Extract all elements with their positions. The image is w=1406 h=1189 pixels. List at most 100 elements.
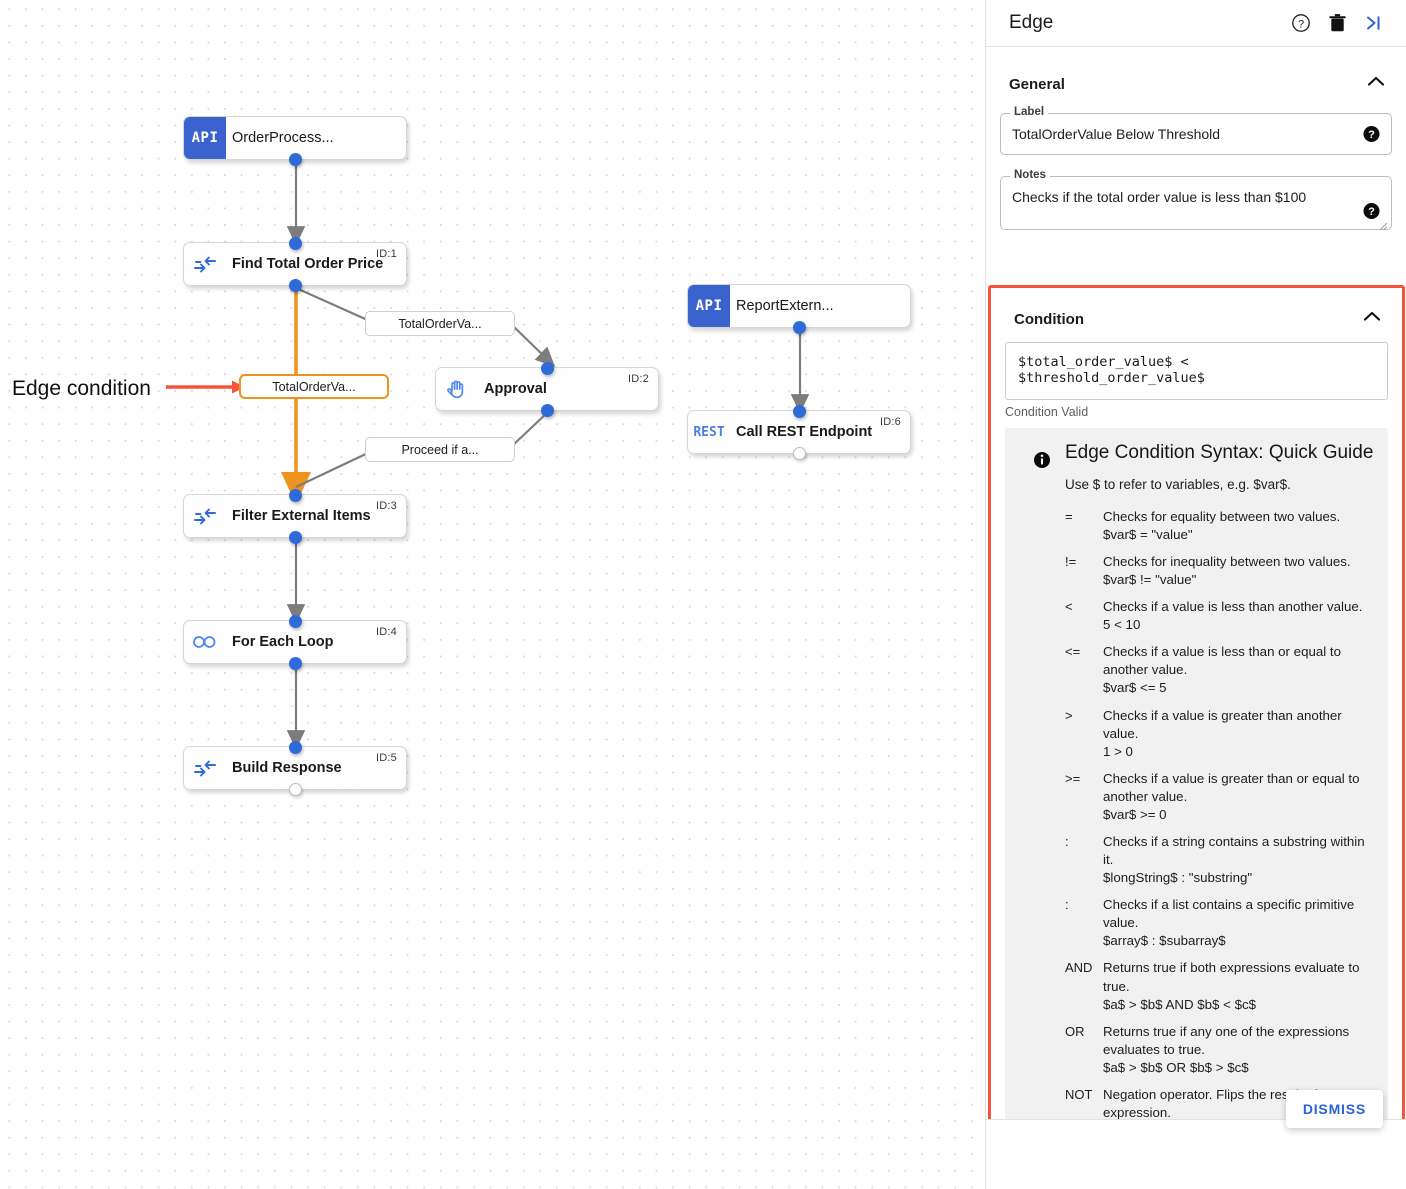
infinity-loop-icon	[184, 621, 226, 663]
general-section-header[interactable]: General	[986, 61, 1406, 107]
edge-properties-panel: Edge ? General Label TotalOrderValue B	[985, 0, 1406, 1189]
section-title-general: General	[1009, 75, 1065, 93]
operator-description: Checks for equality between two values.	[1103, 508, 1341, 524]
help-icon[interactable]: ?	[1286, 8, 1316, 38]
guide-subtitle: Use $ to refer to variables, e.g. $var$.	[1065, 476, 1291, 492]
workflow-canvas[interactable]: Edge condition API OrderProcess... Find …	[0, 0, 985, 1189]
operator-row: !=Checks for inequality between two valu…	[1065, 553, 1374, 589]
svg-text:?: ?	[1368, 206, 1375, 218]
rest-badge-icon: REST	[693, 424, 725, 440]
hand-approval-icon	[436, 368, 478, 410]
edge-label-to-approval[interactable]: TotalOrderVa...	[365, 311, 515, 336]
chevron-up-icon[interactable]	[1366, 75, 1386, 93]
operator-table: = Checks for equality between two values.…	[1065, 508, 1374, 1140]
operator-symbol: NOT	[1065, 1086, 1093, 1102]
node-input-port[interactable]	[288, 236, 302, 250]
operator-description: Returns true if any one of the expressio…	[1103, 1023, 1350, 1057]
operator-symbol: <	[1065, 599, 1073, 615]
node-id-label: ID:1	[376, 248, 397, 260]
node-id-label: ID:5	[376, 752, 397, 764]
operator-row: <=Checks if a value is less than or equa…	[1065, 643, 1374, 697]
node-input-port[interactable]	[540, 361, 554, 375]
condition-section-header[interactable]: Condition	[991, 296, 1402, 342]
help-icon[interactable]: ?	[1363, 203, 1380, 220]
node-order-process[interactable]: API OrderProcess...	[183, 116, 407, 166]
edge-label-selected-condition[interactable]: TotalOrderVa...	[239, 374, 389, 399]
node-title: Filter External Items	[232, 508, 371, 524]
label-field-legend: Label	[1010, 106, 1049, 118]
operator-example: $a$ > $b$ OR $b$ > $c$	[1103, 1059, 1249, 1075]
node-output-port[interactable]	[792, 320, 806, 334]
page-title: Edge	[1009, 12, 1054, 33]
node-output-port[interactable]	[288, 152, 302, 166]
operator-body: Returns true if any one of the expressio…	[1103, 1023, 1374, 1077]
condition-expression-input[interactable]: $total_order_value$ < $threshold_order_v…	[1005, 342, 1388, 400]
collapse-panel-icon[interactable]	[1358, 8, 1388, 38]
operator-description: Negation operator. Flips the result of a…	[1103, 1086, 1336, 1120]
operator-row: >=Checks if a value is greater than or e…	[1065, 770, 1374, 824]
node-output-port[interactable]	[288, 782, 302, 796]
operator-description: Checks if a value is greater than or equ…	[1103, 770, 1360, 804]
node-output-port[interactable]	[288, 656, 302, 670]
notes-field-legend: Notes	[1010, 169, 1050, 181]
operator-example: $var$ = "value"	[1103, 526, 1193, 542]
resize-handle[interactable]	[1379, 218, 1388, 231]
operator-description: Checks if a value is less than another v…	[1103, 599, 1363, 615]
api-badge-icon: API	[184, 117, 226, 159]
operator-description: Checks if a value is greater than anothe…	[1103, 707, 1342, 741]
operator-body: Checks for equality between two values. $…	[1103, 508, 1374, 544]
node-input-port[interactable]	[792, 404, 806, 418]
notes-field[interactable]: Notes Checks if the total order value is…	[1000, 169, 1392, 231]
node-filter-external-items[interactable]: Filter External Items ID:3	[183, 488, 407, 544]
guide-title: Edge Condition Syntax: Quick Guide	[1065, 442, 1374, 463]
edge-label-from-approval[interactable]: Proceed if a...	[365, 437, 515, 462]
operator-row: < Checks if a value is less than another …	[1065, 598, 1374, 634]
node-id-label: ID:6	[880, 416, 901, 428]
node-approval[interactable]: Approval ID:2	[435, 361, 659, 417]
svg-text:?: ?	[1298, 18, 1304, 30]
node-output-port[interactable]	[540, 403, 554, 417]
node-output-port[interactable]	[288, 530, 302, 544]
node-call-rest-endpoint[interactable]: REST Call REST Endpoint ID:6	[687, 404, 911, 460]
node-input-port[interactable]	[288, 488, 302, 502]
operator-description: Checks if a value is less than or equal …	[1103, 644, 1341, 678]
label-field[interactable]: Label TotalOrderValue Below Threshold ?	[1000, 106, 1392, 155]
node-title: ReportExtern...	[736, 298, 834, 314]
dismiss-button[interactable]: DISMISS	[1285, 1090, 1383, 1128]
node-input-port[interactable]	[288, 614, 302, 628]
node-output-port[interactable]	[792, 446, 806, 460]
operator-body: Returns true if both expressions evaluat…	[1103, 959, 1374, 1013]
node-find-total-order-price[interactable]: Find Total Order Price ID:1	[183, 236, 407, 292]
section-title-condition: Condition	[1014, 310, 1084, 328]
transform-arrows-icon	[184, 495, 226, 537]
operator-example: 5 < 10	[1103, 617, 1141, 633]
operator-row: :Checks if a string contains a substring…	[1065, 833, 1374, 887]
node-input-port[interactable]	[288, 740, 302, 754]
operator-body: Checks if a value is less than another v…	[1103, 598, 1374, 634]
operator-example: $var$ >= 0	[1103, 806, 1167, 822]
operator-symbol: :	[1065, 897, 1069, 913]
node-id-label: ID:4	[376, 626, 397, 638]
operator-symbol: >	[1065, 707, 1073, 723]
operator-symbol: =	[1065, 508, 1073, 524]
condition-section: Condition $total_order_value$ < $thresho…	[988, 285, 1405, 1163]
node-report-extern[interactable]: API ReportExtern...	[687, 284, 911, 334]
svg-text:?: ?	[1368, 129, 1375, 141]
label-field-value: TotalOrderValue Below Threshold	[1012, 126, 1221, 142]
node-for-each-loop[interactable]: For Each Loop ID:4	[183, 614, 407, 670]
operator-symbol: OR	[1065, 1023, 1085, 1039]
help-icon[interactable]: ?	[1363, 126, 1380, 143]
operator-body: Checks if a value is greater than anothe…	[1103, 707, 1374, 761]
operator-example: 1 > 0	[1103, 743, 1133, 759]
operator-body: Checks for inequality between two values…	[1103, 553, 1374, 589]
info-icon	[1019, 442, 1065, 1149]
delete-icon[interactable]	[1322, 8, 1352, 38]
transform-arrows-icon	[184, 243, 226, 285]
transform-arrows-icon	[184, 747, 226, 789]
node-output-port[interactable]	[288, 278, 302, 292]
node-build-response[interactable]: Build Response ID:5	[183, 740, 407, 796]
chevron-up-icon[interactable]	[1362, 310, 1382, 328]
operator-body: Checks if a value is less than or equal …	[1103, 643, 1374, 697]
operator-description: Checks if a list contains a specific pri…	[1103, 897, 1355, 931]
